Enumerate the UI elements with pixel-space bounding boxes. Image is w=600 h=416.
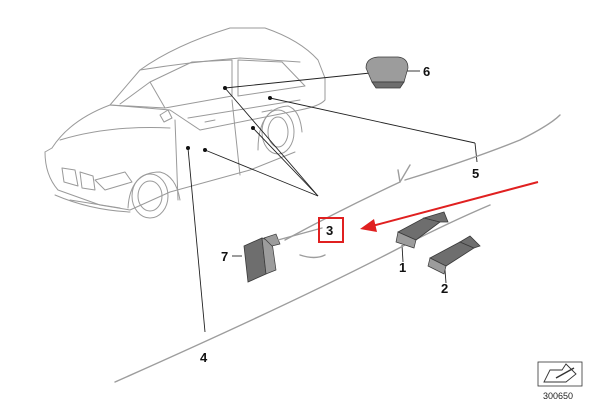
car-illustration [44, 27, 326, 219]
callout-part-1: 1 [399, 260, 406, 275]
highlight-annotation [318, 181, 539, 243]
document-stamp: 300650 [537, 361, 583, 401]
highlight-arrowhead [360, 219, 377, 232]
callout-part-2: 2 [441, 281, 448, 296]
part-6-sensor-cover [365, 56, 409, 89]
part-1-connector [395, 211, 449, 249]
callout-part-7: 7 [221, 249, 228, 264]
part-7-module [243, 227, 323, 283]
part-2-connector [427, 235, 481, 275]
callout-part-4: 4 [200, 350, 208, 365]
highlight-box [318, 217, 344, 243]
highlight-arrow [371, 181, 539, 227]
callout-labels: 6 5 3 7 1 2 4 [200, 64, 479, 365]
cable-strips [114, 114, 561, 383]
document-number: 300650 [543, 391, 573, 401]
leader-lines [186, 70, 478, 333]
callout-part-6: 6 [423, 64, 430, 79]
callout-part-5: 5 [472, 166, 479, 181]
callout-part-3: 3 [326, 223, 333, 238]
